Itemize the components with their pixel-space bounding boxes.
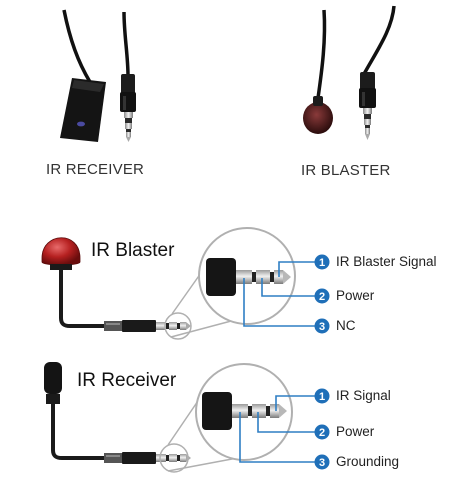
ir-receiver-photo [60, 10, 136, 142]
ir-receiver-title: IR Receiver [77, 370, 176, 392]
blaster-dome-icon [42, 238, 80, 265]
pin-2-number: 2 [319, 291, 325, 303]
ir-receiver-caption: IR RECEIVER [46, 161, 144, 178]
pin-2-number: 2 [319, 427, 325, 439]
blaster-pin-3-label: NC [336, 318, 356, 333]
receiver-pin-3-label: Grounding [336, 454, 399, 469]
ir-blaster-title: IR Blaster [91, 240, 174, 262]
receiver-pin-2-label: Power [336, 424, 374, 439]
blaster-pin-2-label: Power [336, 288, 374, 303]
pin-1-number: 1 [319, 391, 325, 403]
ir-blaster-caption: IR BLASTER [301, 162, 391, 179]
pin-3-number: 3 [319, 321, 325, 333]
ir-blaster-diagram: 1 2 3 [42, 228, 330, 339]
ir-blaster-photo [303, 6, 394, 140]
receiver-pin-1-label: IR Signal [336, 388, 391, 403]
pin-1-number: 1 [319, 257, 325, 269]
blaster-pin-1-label: IR Blaster Signal [336, 254, 437, 269]
pin-3-number: 3 [319, 457, 325, 469]
receiver-head-icon [44, 362, 62, 394]
